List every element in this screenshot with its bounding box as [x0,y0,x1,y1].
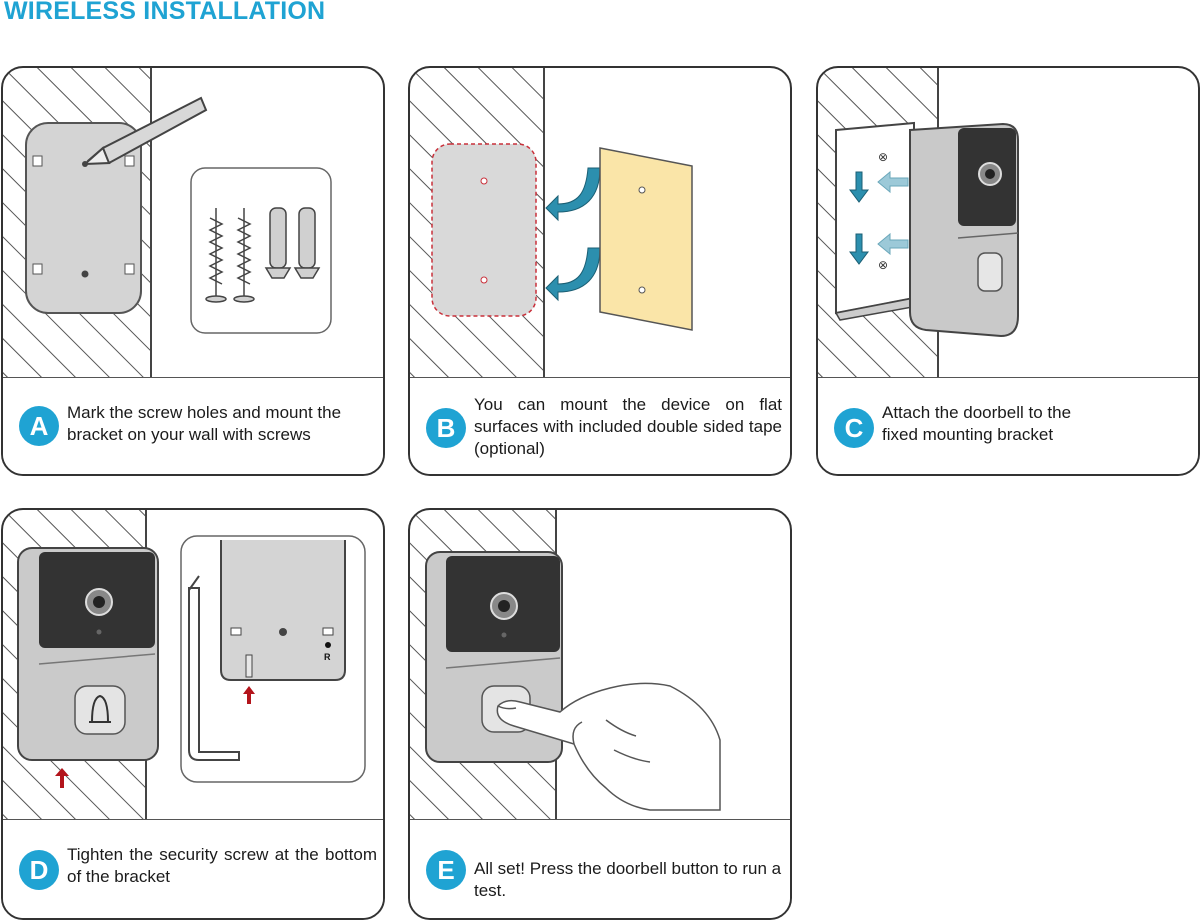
step-d-panel: R D Tighten the security screw at the bo… [1,508,385,920]
step-c-caption: C Attach the doorbell to the fixed mount… [818,377,1198,474]
mounting-bracket [25,122,142,314]
step-e-caption: E All set! Press the doorbell button to … [410,819,790,918]
step-d-text: Tighten the security screw at the bottom… [67,845,377,886]
step-c-panel: ⊗ ⊗ C Attach the doorbell to the fixed m… [816,66,1200,476]
step-a-illustration [3,68,332,378]
step-d-caption: D Tighten the security screw at the bott… [3,819,383,918]
reset-label: R [324,652,331,662]
step-e-panel: E All set! Press the doorbell button to … [408,508,792,920]
step-b-text: You can mount the device on flat surface… [474,395,782,458]
step-c-illustration: ⊗ ⊗ [818,68,1019,378]
doorbell-device [17,547,159,761]
svg-text:⊗: ⊗ [878,150,888,164]
step-a-caption: A Mark the screw holes and mount the bra… [3,377,383,474]
step-c-text: Attach the doorbell to the fixed mountin… [882,403,1072,444]
page-title: WIRELESS INSTALLATION [4,0,326,25]
svg-text:⊗: ⊗ [878,258,888,272]
step-c-badge: C [834,408,874,448]
step-b-caption: B You can mount the device on flat surfa… [410,377,790,474]
step-a-badge: A [19,406,59,446]
step-a-panel: A Mark the screw holes and mount the bra… [1,66,385,476]
hand-pressing-icon [496,682,721,811]
step-b-illustration [410,68,693,378]
step-a-text: Mark the screw holes and mount the brack… [67,403,342,444]
pencil-icon [82,96,208,166]
step-b-badge: B [426,408,466,448]
step-d-badge: D [19,850,59,890]
tape-outline [431,143,537,317]
bell-icon [89,694,111,723]
hex-key-icon [188,575,240,761]
mounting-bracket: ⊗ ⊗ [834,121,920,321]
arrow-up-icon [55,768,69,788]
screws-kit [190,167,332,334]
arrow-left-icon [877,170,909,256]
doorbell-device [909,122,1019,338]
step-b-panel: B You can mount the device on flat surfa… [408,66,792,476]
arrow-down-icon [849,171,869,265]
double-sided-tape [599,147,693,331]
arrow-up-icon [243,686,255,704]
curved-arrow-icon [545,167,601,302]
step-e-illustration [410,510,721,820]
step-e-badge: E [426,850,466,890]
detail-inset: R [180,535,366,783]
step-d-illustration: R [3,510,366,820]
step-e-text: All set! Press the doorbell button to ru… [474,859,782,900]
